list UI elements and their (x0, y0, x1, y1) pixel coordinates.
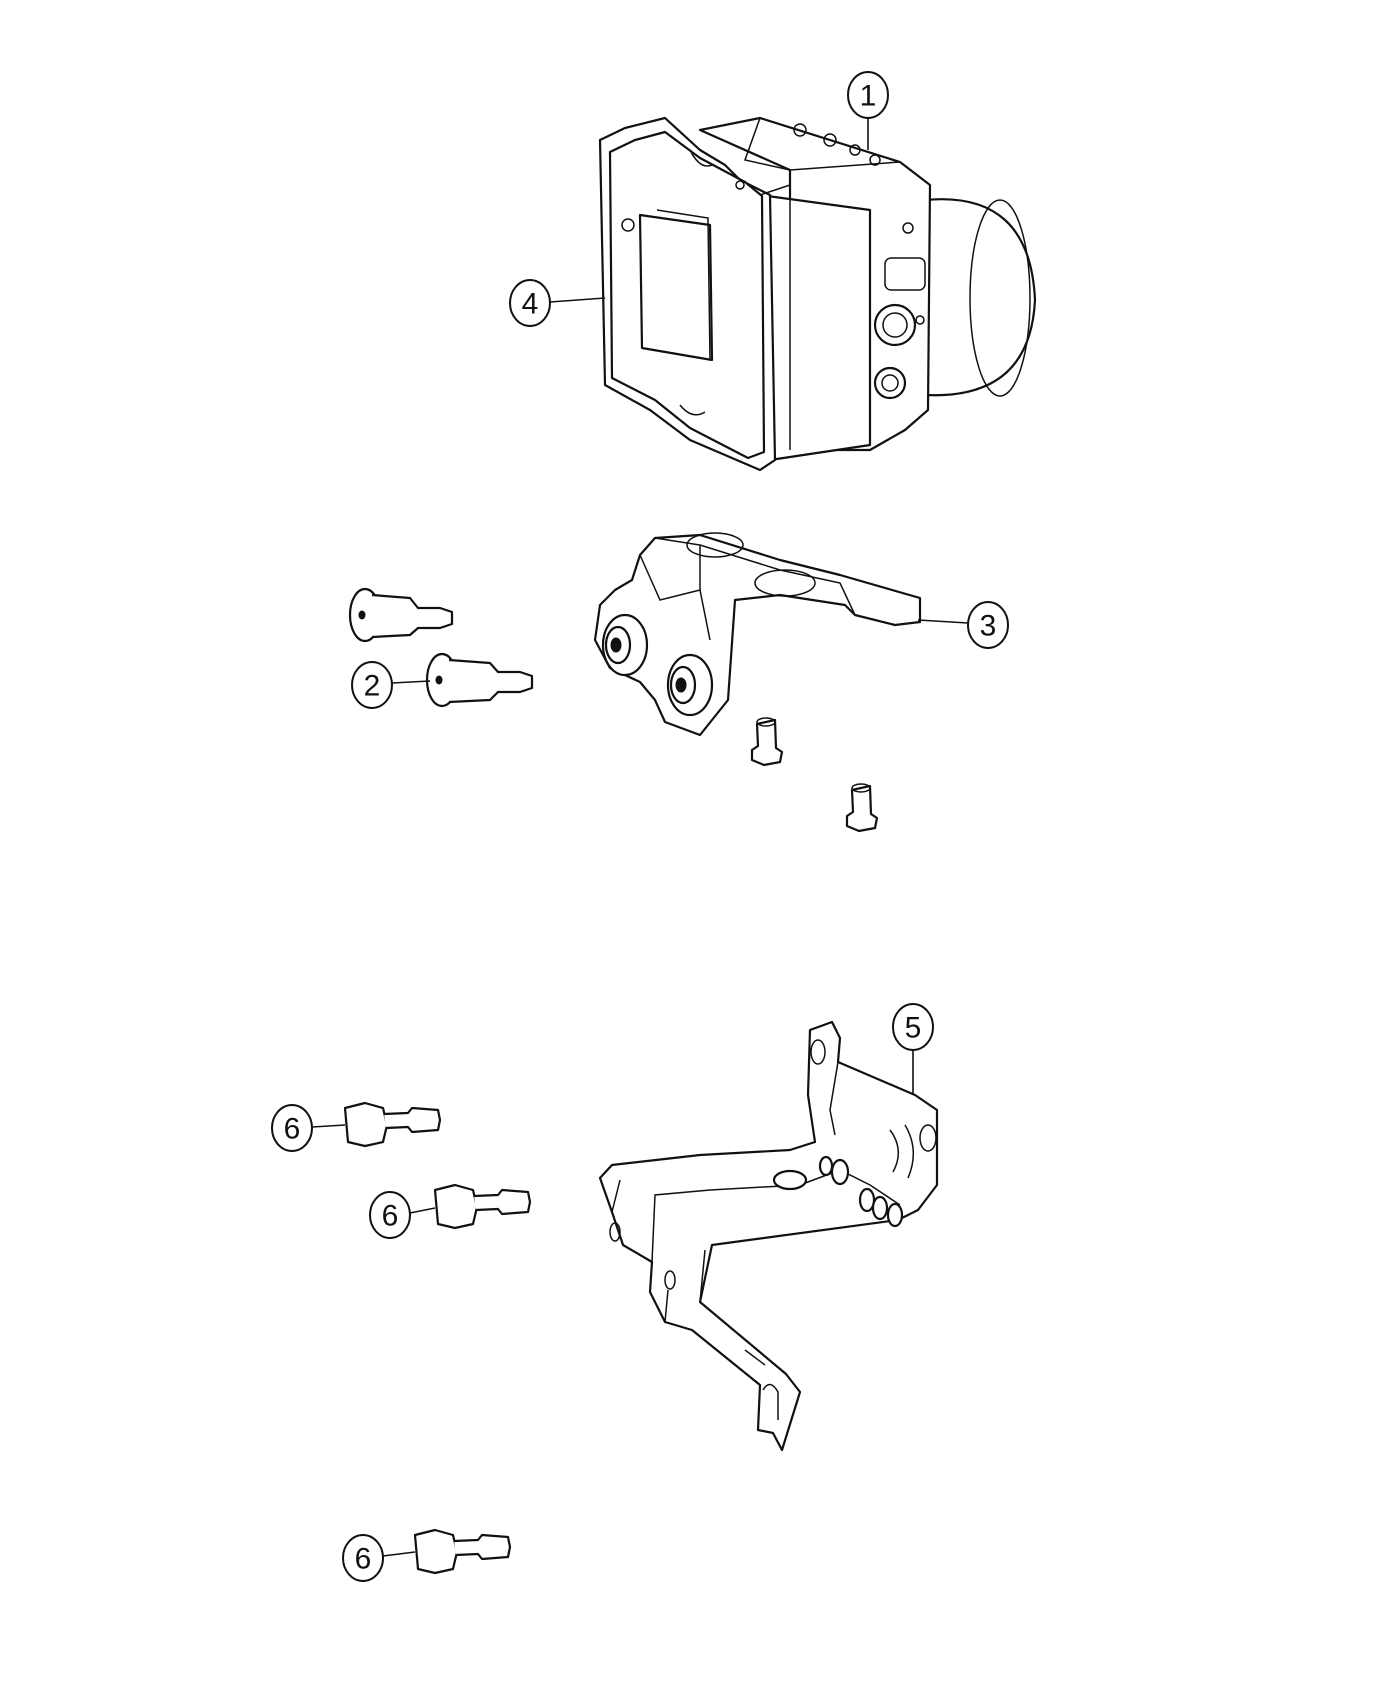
callout-5-label: 5 (905, 1012, 922, 1045)
callout-5: 5 (892, 1003, 934, 1095)
callout-1-label: 1 (860, 80, 877, 113)
bolt-6-lower[interactable] (413, 1528, 512, 1575)
callout-2-label: 2 (364, 670, 381, 703)
callout-6-upper: 6 (271, 1104, 346, 1152)
callout-6-middle: 6 (369, 1191, 436, 1239)
abs-bracket[interactable] (593, 532, 922, 833)
bolt-6-middle[interactable] (433, 1183, 532, 1230)
callout-4: 4 (509, 279, 606, 327)
callout-2: 2 (351, 661, 431, 709)
abs-module[interactable] (598, 116, 1037, 472)
callout-1: 1 (847, 71, 889, 150)
stud-bolt-lower[interactable] (425, 652, 534, 708)
callout-3-label: 3 (980, 610, 997, 643)
callout-6-middle-label: 6 (382, 1200, 399, 1233)
callout-3: 3 (917, 601, 1009, 649)
callout-4-label: 4 (522, 288, 539, 321)
mounting-bracket[interactable] (598, 1020, 939, 1452)
bolt-6-upper[interactable] (343, 1101, 442, 1148)
callout-6-upper-label: 6 (284, 1113, 301, 1146)
callout-6-lower-label: 6 (355, 1543, 372, 1576)
stud-bolt-upper[interactable] (348, 587, 454, 643)
callout-6-lower: 6 (342, 1534, 416, 1582)
